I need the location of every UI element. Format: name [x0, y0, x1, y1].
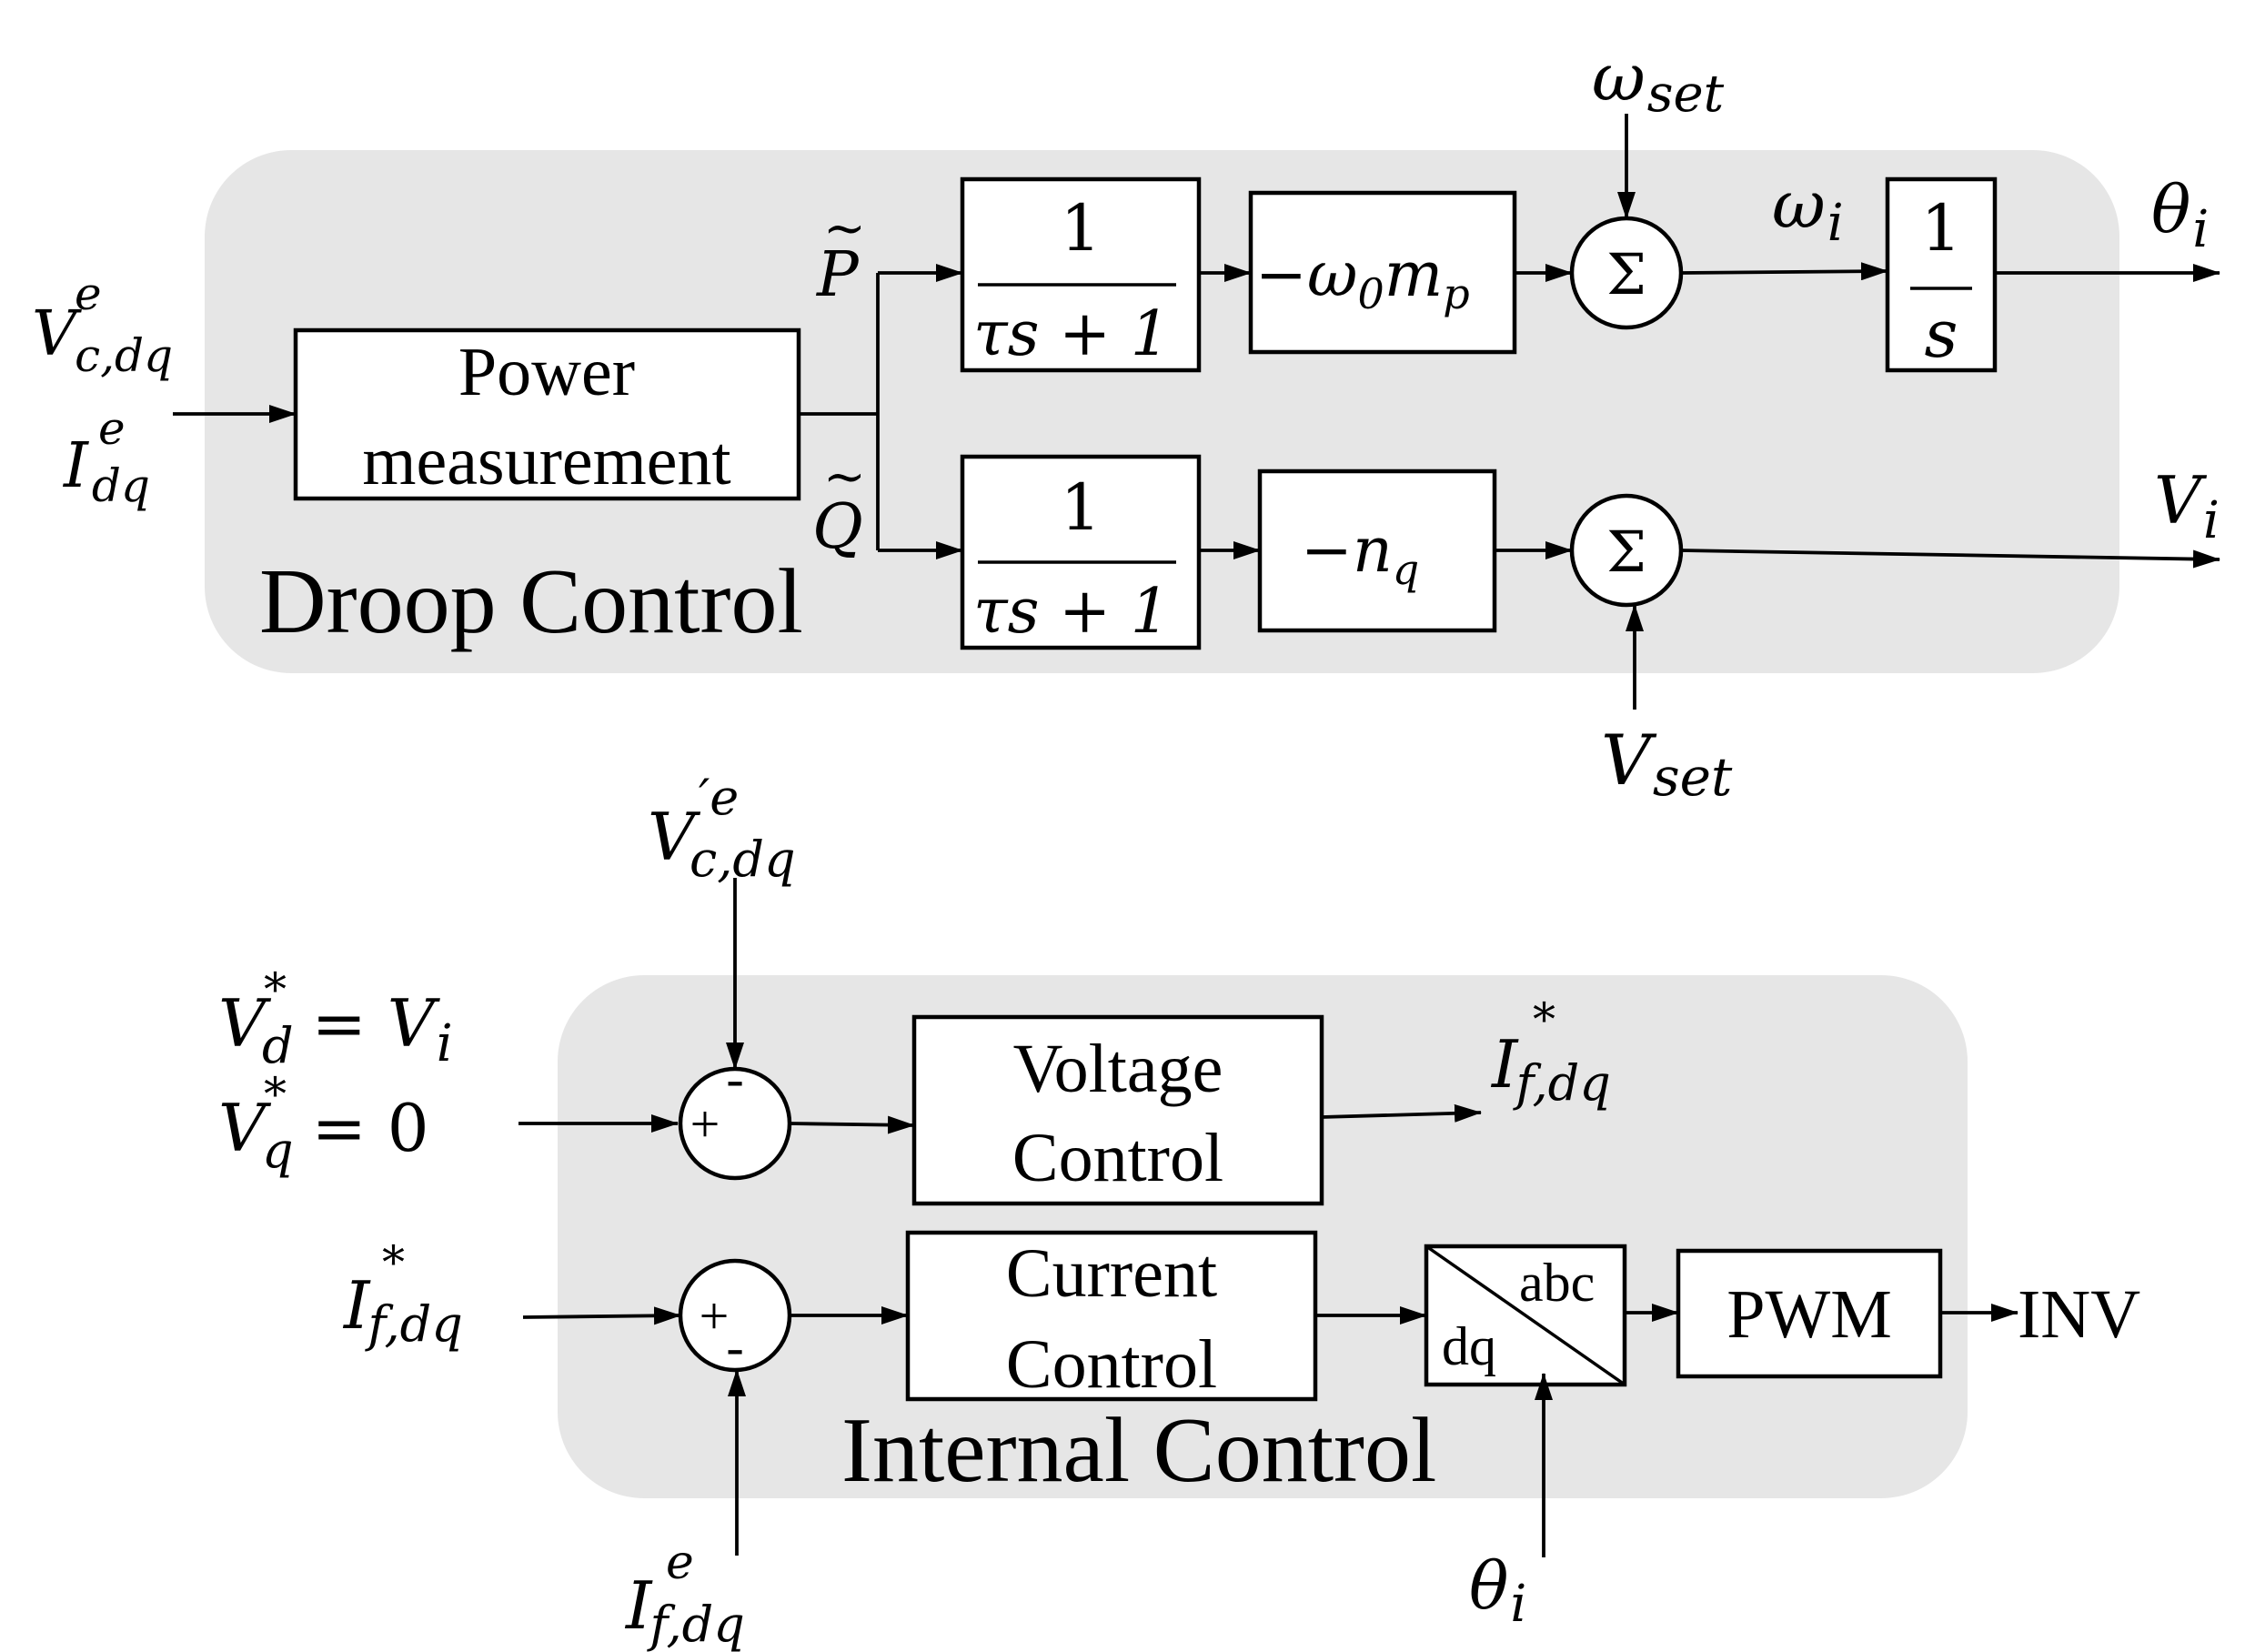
svg-text:Idq: Idq [62, 430, 150, 512]
sum-omega-symbol: Σ [1606, 241, 1646, 307]
power-measurement-line2: measurement [362, 423, 730, 499]
i-sub: dq [92, 459, 150, 512]
voltage-control-box [911, 1014, 1324, 1206]
current-control-line2: Control [1006, 1326, 1217, 1403]
current-junction-minus: - [726, 1317, 743, 1376]
power-measurement-box [293, 327, 801, 501]
v-output-label: Vi [2154, 462, 2220, 550]
q-label: Q [812, 491, 863, 563]
current-reference-in-label: If,dq [342, 1267, 463, 1353]
vq-star: * [264, 1068, 287, 1121]
iref-arrow [522, 1306, 681, 1325]
i-feedback-label: If,dq [624, 1567, 745, 1652]
integrator-den: s [1925, 296, 1958, 372]
sum-to-integrator [1680, 262, 1888, 281]
i-sup: e [98, 402, 126, 455]
lpf-bottom-num: 1 [1061, 470, 1102, 545]
transform-dq-label: dq [1442, 1316, 1496, 1376]
current-reference-in-sup: * [382, 1236, 405, 1289]
p-label: P [815, 239, 860, 311]
v-sup: e [75, 267, 102, 320]
p-tilde: ~ [823, 199, 866, 258]
current-control-box [905, 1230, 1318, 1402]
lpf-bottom-den: τs + 1 [973, 576, 1170, 648]
svg-text:Vc,dq: Vc,dq [32, 298, 173, 382]
verr-to-voltage-control [789, 1115, 915, 1134]
svg-text:Vd= Vi: Vd= Vi [218, 985, 453, 1074]
theta-output-label: θi [2151, 171, 2209, 259]
power-measurement-line1: Power [458, 334, 635, 410]
voltage-control-line2: Control [1012, 1120, 1223, 1196]
voltage-control-output-arrow [1321, 1103, 1482, 1123]
sum-voltage-symbol: Σ [1606, 519, 1646, 585]
lpf-top-den: τs + 1 [973, 298, 1170, 370]
lpf-bottom-box [960, 454, 1202, 650]
integrator-num: 1 [1921, 191, 1962, 266]
droop-control-section: Droop Control Vc,dq e Idq e Power measur… [32, 39, 2220, 808]
current-junction-plus: + [700, 1286, 730, 1345]
v-feedback-sup: ′e [699, 769, 739, 826]
current-control-line1: Current [1006, 1235, 1217, 1312]
gain-q-box [1257, 468, 1497, 633]
pwm-label: PWM [1726, 1276, 1892, 1353]
v-feedback-label: Vc,dq [648, 799, 796, 888]
integrator-box [1885, 176, 1998, 373]
i-main: I [62, 430, 89, 502]
vd-star: * [264, 963, 287, 1016]
omega-set-label: ωset [1592, 39, 1725, 124]
svg-text:Vq= 0: Vq= 0 [218, 1090, 429, 1179]
q-tilde: ~ [823, 448, 866, 507]
internal-control-title: Internal Control [841, 1399, 1436, 1502]
omega-i-label: ωi [1772, 166, 1844, 253]
v-sub: c,dq [75, 329, 173, 382]
pwm-box [1676, 1248, 1943, 1379]
lpf-top-box [960, 176, 1202, 373]
transform-diagonal [1424, 1244, 1626, 1386]
voltage-reference-label: Vd= Vi * Vq= 0 * [218, 963, 453, 1179]
transform-abc-label: abc [1519, 1253, 1595, 1313]
voltage-junction-plus: + [690, 1094, 720, 1153]
gain-p-label: −ω0mp [1255, 239, 1470, 318]
droop-control-title: Droop Control [259, 550, 803, 653]
lpf-top-num: 1 [1061, 191, 1102, 266]
current-reference-out-label: If,dq [1490, 1026, 1611, 1112]
gain-p-box [1248, 190, 1517, 355]
i-feedback-sup: e [666, 1536, 694, 1590]
internal-control-section: Internal Control Vd= Vi * Vq= 0 * Vc,dq … [218, 769, 2140, 1652]
droop-input-label: Vc,dq e Idq e [32, 267, 173, 512]
v-main: V [32, 298, 82, 370]
current-reference-out-sup: * [1533, 993, 1555, 1046]
gain-q-label: −nq [1301, 515, 1419, 594]
voltage-junction-minus: - [726, 1049, 743, 1108]
inverter-label: INV [2018, 1276, 2140, 1353]
voltage-control-line1: Voltage [1013, 1031, 1223, 1107]
theta-input-label: θi [1469, 1547, 1526, 1634]
v-output-arrow [1680, 549, 2220, 569]
v-set-label: Vset [1601, 720, 1733, 808]
